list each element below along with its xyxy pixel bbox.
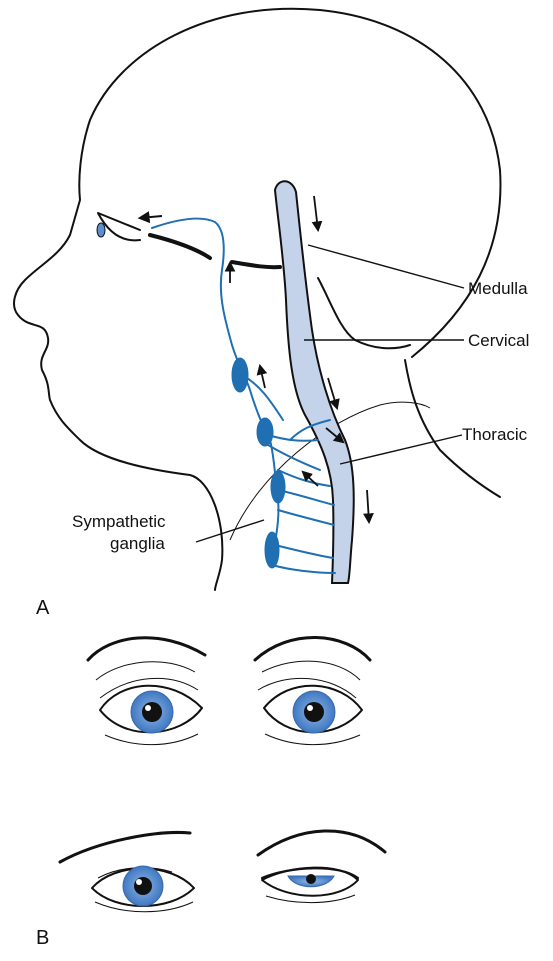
panel-b-label: B — [36, 927, 49, 949]
ganglion-stellate — [271, 471, 285, 503]
spinal-cord — [275, 181, 354, 583]
arrow-cord-4 — [367, 490, 369, 522]
ganglion-thoracic — [265, 532, 279, 568]
thoracic-label: Thoracic — [462, 425, 528, 444]
sympathetic-ganglia-label-line2: ganglia — [110, 534, 165, 553]
thoracic-leader — [340, 435, 462, 464]
horner-affected-eye — [258, 831, 385, 903]
normal-right-eye — [88, 638, 205, 745]
normal-left-eye — [255, 637, 370, 744]
side-eye — [97, 213, 140, 240]
ganglion-middle-cervical — [257, 418, 273, 446]
arrow-cord-1 — [314, 196, 318, 230]
panel-a-label: A — [36, 597, 50, 619]
medulla-leader — [308, 245, 464, 288]
horner-normal-eye — [60, 832, 194, 911]
panel-a: Medulla Cervical Thoracic Sympathetic ga… — [14, 9, 529, 619]
ear-outline — [318, 278, 410, 348]
arrow-up-2 — [260, 366, 265, 388]
ganglia-leader — [196, 520, 264, 542]
cranial-segment-1 — [150, 235, 210, 258]
medulla-label: Medulla — [468, 279, 528, 298]
panel-b: B — [36, 637, 385, 949]
cervical-label: Cervical — [468, 331, 529, 350]
cranial-segment-2 — [232, 262, 280, 267]
arrow-to-eye — [140, 216, 162, 218]
ganglion-superior-cervical — [232, 358, 248, 392]
sympathetic-ganglia-label-line1: Sympathetic — [72, 512, 166, 531]
head-outline — [14, 9, 500, 590]
arrow-up-left — [303, 472, 318, 486]
